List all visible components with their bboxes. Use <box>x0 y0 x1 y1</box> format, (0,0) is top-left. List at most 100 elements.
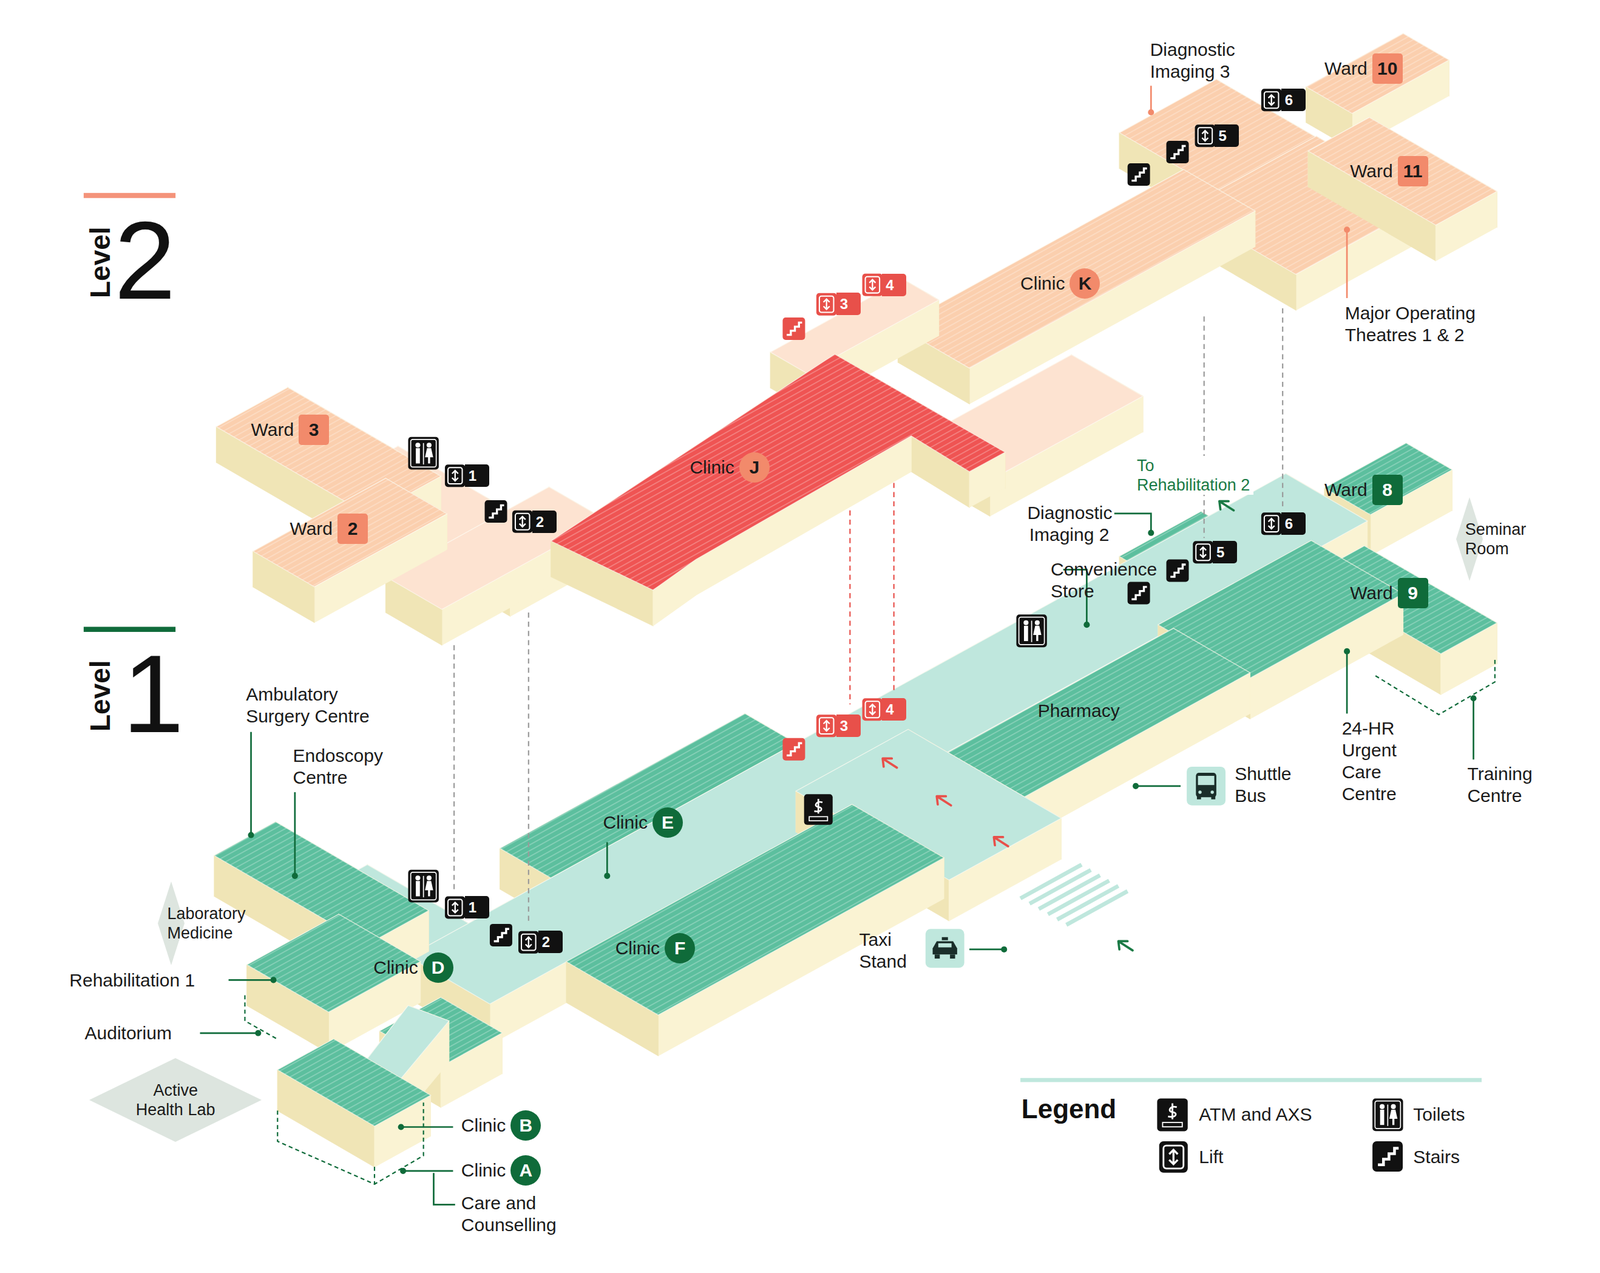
leader-line <box>200 1031 257 1034</box>
direction-arrow <box>936 796 952 806</box>
building-block <box>277 1038 431 1167</box>
place-badge: 8 <box>1372 474 1403 506</box>
building-block <box>1308 117 1497 261</box>
clinic-badge: ClinicJ <box>689 452 770 483</box>
legend-text: Lift <box>1198 1145 1224 1168</box>
block-top <box>566 804 944 1015</box>
toilets-icon-head <box>426 875 432 881</box>
lift-icon-frame <box>819 296 834 313</box>
stairs-icon <box>1166 140 1190 164</box>
atm-icon-slot <box>1162 1122 1182 1127</box>
lift-icon-frame <box>1195 543 1211 561</box>
lift-icon-box <box>816 714 838 737</box>
level-word: Level <box>84 224 116 299</box>
toilets-icon-divider <box>423 443 425 465</box>
toilets-icon <box>1016 614 1047 648</box>
place-name: Clinic <box>461 1159 506 1182</box>
leader-dot <box>1470 694 1477 702</box>
place-name: Ward <box>1324 57 1368 80</box>
toilets-icon-body <box>415 447 421 464</box>
direction-arrow <box>1118 940 1134 950</box>
stairs-icon-box <box>1166 559 1190 583</box>
stairs-icon-box <box>1127 163 1151 186</box>
stairs-icon <box>484 500 508 523</box>
leader-line <box>969 948 1003 951</box>
atm-icon-box <box>804 793 833 825</box>
lift-icon <box>1192 540 1214 564</box>
area-label: Diagnostic Imaging 2 <box>1027 501 1109 546</box>
lift-icon <box>1195 124 1216 147</box>
place-name: Ward <box>1324 478 1368 501</box>
lift-icon <box>1261 88 1282 112</box>
leader-line <box>250 732 252 833</box>
room-name: Seminar Room <box>1465 519 1474 559</box>
leader-dot <box>248 832 255 839</box>
direction-arrow <box>1219 501 1234 511</box>
lift-icon-frame <box>515 513 530 530</box>
place-badge: 2 <box>337 513 368 544</box>
toilets-icon-body <box>1380 1109 1385 1125</box>
taxi-sign <box>942 937 949 941</box>
legend-text: Stairs <box>1413 1145 1460 1168</box>
building-block <box>551 354 1006 626</box>
leader-dot <box>1147 109 1154 116</box>
bus-window <box>1198 775 1215 785</box>
ward-badge: Ward10 <box>1324 53 1403 84</box>
place-badge: 9 <box>1397 577 1429 609</box>
place-name: Ward <box>1349 160 1394 183</box>
lift-icon <box>816 714 838 737</box>
lift-icon-arrows <box>1268 518 1275 529</box>
leader-dot <box>1083 621 1090 628</box>
place-badge: B <box>510 1110 541 1141</box>
stairs-icon-box <box>1372 1141 1403 1172</box>
lift-icon-box <box>444 464 466 487</box>
lift-icon-arrows <box>823 299 830 310</box>
lift-icon-frame <box>819 717 834 734</box>
bus-wheel <box>1210 796 1216 800</box>
toilets-icon-body <box>1033 625 1041 641</box>
lift-icon <box>444 464 466 487</box>
place-badge: J <box>739 452 770 483</box>
room-diamond: Active Health Lab <box>89 1057 262 1142</box>
decorations <box>83 85 1495 1205</box>
leader-dot <box>398 1123 405 1130</box>
stairs-icon <box>782 738 805 761</box>
stairs-icon-steps <box>1131 168 1147 181</box>
toilets-icon-head <box>1391 1104 1397 1109</box>
direction-arrow <box>993 837 1009 847</box>
atm-icon-sign <box>1167 1103 1177 1120</box>
lift-icon-arrows <box>823 720 830 731</box>
transport-label: Taxi Stand <box>859 928 868 973</box>
lift-icon-arrows <box>869 279 876 291</box>
block-top <box>277 1038 431 1126</box>
lift-icon-arrows <box>519 516 526 527</box>
building-block <box>407 473 1367 1045</box>
lift-icon-box <box>518 931 539 954</box>
dashed-outline <box>1375 658 1495 715</box>
lift-icon <box>518 931 539 954</box>
lift-icon-box <box>862 698 884 721</box>
atm-icon <box>1156 1098 1188 1131</box>
lift-number: 6 <box>1281 512 1306 535</box>
place-name: Clinic <box>689 456 734 479</box>
lift-icon <box>1159 1141 1188 1173</box>
bus-wheel <box>1196 796 1202 800</box>
toilets-icon-frame <box>410 439 437 467</box>
level-link-line <box>528 612 530 924</box>
level-link-line <box>453 645 455 894</box>
leader-line <box>1137 785 1181 788</box>
diamond-fill <box>89 1057 262 1142</box>
transport-label: Shuttle Bus <box>1234 762 1244 807</box>
area-label: Convenience Store <box>1050 558 1060 603</box>
lift-icon-arrows <box>452 902 459 913</box>
stairs-icon <box>782 317 805 340</box>
lift-number: 4 <box>881 273 907 297</box>
leader-dot <box>400 1167 407 1174</box>
leader-line <box>1472 700 1475 760</box>
diamond-shape <box>1456 497 1483 581</box>
lift-icon-frame <box>447 467 463 484</box>
toilets-icon <box>407 437 439 470</box>
place-badge: A <box>510 1155 541 1186</box>
lift-number: 2 <box>538 930 563 953</box>
area-label: Rehabilitation 1 <box>69 969 197 992</box>
